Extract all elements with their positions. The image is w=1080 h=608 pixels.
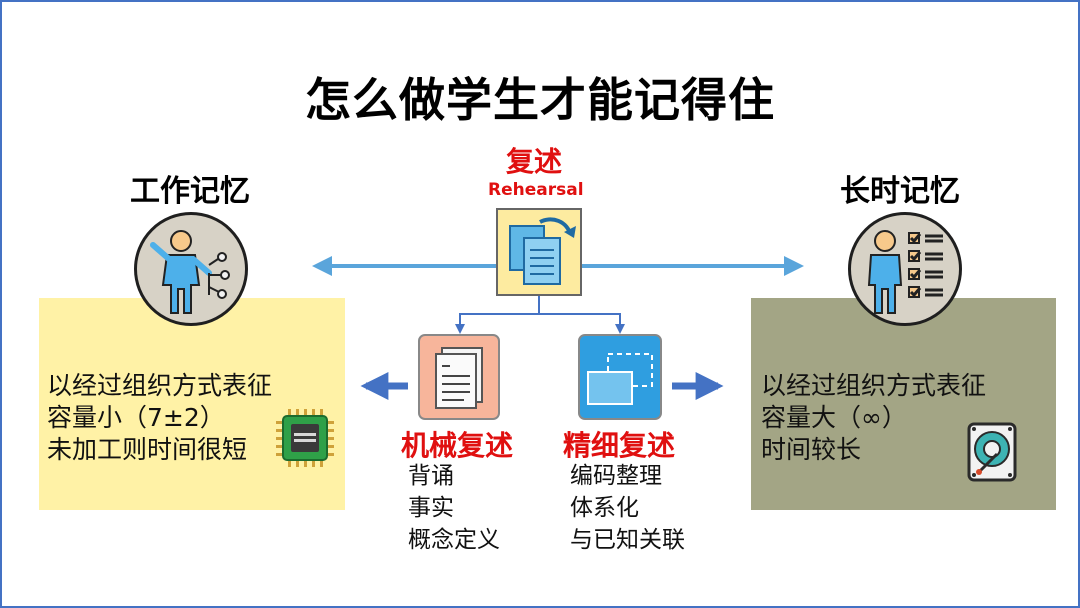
long-term-memory-box: 以经过组织方式表征 容量大（∞） 时间较长 [751,298,1056,510]
lm-line-3: 时间较长 [761,435,862,464]
person-network-icon [150,230,230,314]
rehearsal-label: 复述 [506,145,563,178]
page-title: 怎么做学生才能记得住 [305,73,775,127]
hard-drive-icon [967,422,1017,482]
elaborative-item-3: 与已知关联 [570,527,685,553]
mechanical-document-icon [418,334,500,420]
lm-line-1: 以经过组织方式表征 [761,371,987,400]
lm-line-2: 容量大（∞） [761,403,907,432]
elaborative-rehearsal-label: 精细复述 [563,429,676,462]
wm-line-3: 未加工则时间很短 [47,435,248,464]
working-memory-box: 以经过组织方式表征 容量小（7±2） 未加工则时间很短 [39,298,345,510]
branch-to-mechanical [455,296,540,334]
working-memory-heading: 工作记忆 [130,174,250,209]
chip-icon [276,409,334,467]
elaborative-windows-icon [578,334,662,420]
person-checklist-icon [867,230,943,314]
elaborative-item-1: 编码整理 [570,463,662,489]
working-memory-icon-circle [134,212,248,326]
wm-line-1: 以经过组织方式表征 [47,371,273,400]
rehearsal-documents-icon [496,208,582,296]
rehearsal-english-label: Rehearsal [488,180,584,200]
long-term-memory-heading: 长时记忆 [840,174,960,209]
mechanical-item-2: 事实 [408,495,454,521]
branch-to-elaborative [539,313,625,334]
mechanical-item-3: 概念定义 [408,527,500,553]
elaborative-item-2: 体系化 [570,495,639,521]
long-term-memory-icon-circle [848,212,962,326]
mechanical-rehearsal-label: 机械复述 [401,429,514,462]
mechanical-item-1: 背诵 [408,463,454,489]
wm-line-2: 容量小（7±2） [47,403,225,432]
